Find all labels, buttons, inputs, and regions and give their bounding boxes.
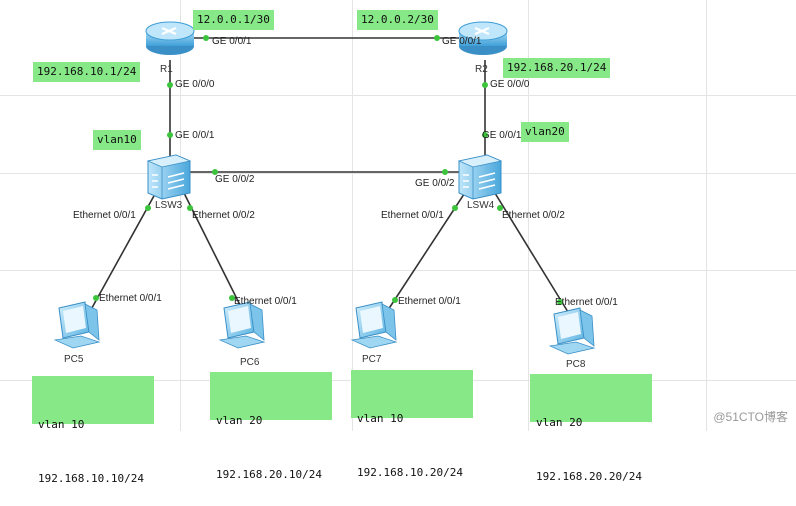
switch-icon[interactable] [457,154,503,200]
grid-line [352,0,353,431]
port-label: GE 0/0/2 [415,178,455,189]
r1-lan-ip-note: 192.168.10.1/24 [33,62,141,82]
grid-line [528,0,529,431]
r2-lan-ip-note: 192.168.20.1/24 [503,58,611,78]
port-dot [434,35,440,41]
pc8-ip: 192.168.20.20/24 [536,470,642,483]
port-label: GE 0/0/1 [442,36,482,47]
pc5-config-note: vlan 10 192.168.10.10/24 [32,376,154,485]
pc8-vlan: vlan 20 [536,416,583,429]
port-label: GE 0/0/1 [482,130,522,141]
port-dot [229,295,235,301]
router-icon[interactable] [145,21,195,55]
port-label: GE 0/0/1 [212,36,252,47]
port-label: Ethernet 0/0/1 [398,296,461,307]
grid-line [0,95,796,96]
pc6-ip: 192.168.20.10/24 [216,468,322,481]
port-dot [212,169,218,175]
vlan10-note: vlan10 [93,130,141,150]
link-lsw4-pc8 [489,184,569,313]
port-label: GE 0/0/0 [175,79,215,90]
pc6-vlan: vlan 20 [216,414,263,427]
pc-icon[interactable] [53,301,101,349]
device-name-lsw3: LSW3 [155,200,183,211]
pc6-config-note: vlan 20 192.168.20.10/24 [210,372,332,481]
grid-line [706,0,707,431]
port-dot [203,35,209,41]
pc-icon[interactable] [350,301,398,349]
r2-wan-ip-note: 12.0.0.2/30 [357,10,438,30]
device-name-r1: R1 [160,64,173,75]
grid-line [0,173,796,174]
port-dot [497,205,503,211]
pc5-vlan: vlan 10 [38,418,85,431]
device-name-lsw4: LSW4 [467,200,495,211]
port-label: Ethernet 0/0/1 [381,210,444,221]
port-dot [145,205,151,211]
vlan20-note: vlan20 [521,122,569,142]
pc-icon[interactable] [548,307,596,355]
port-label: Ethernet 0/0/2 [192,210,255,221]
r1-wan-ip-note: 12.0.0.1/30 [193,10,274,30]
port-label: GE 0/0/1 [175,130,215,141]
port-label: Ethernet 0/0/1 [99,293,162,304]
port-dot [482,132,488,138]
switch-icon[interactable] [146,154,192,200]
port-label: Ethernet 0/0/1 [234,296,297,307]
port-label: GE 0/0/2 [215,174,255,185]
device-name-pc6: PC6 [240,357,260,368]
port-dot [187,205,193,211]
port-dot [93,295,99,301]
port-dot [452,205,458,211]
device-name-pc7: PC7 [362,354,382,365]
watermark: @51CTO博客 [713,410,788,424]
port-label: GE 0/0/0 [490,79,530,90]
link-lsw3-pc6 [179,184,241,306]
link-lsw4-pc7 [387,184,471,311]
links [87,37,569,316]
port-dot [167,132,173,138]
pc8-config-note: vlan 20 192.168.20.20/24 [530,374,652,483]
device-name-pc8: PC8 [566,359,586,370]
pc5-ip: 192.168.10.10/24 [38,472,144,485]
pc7-ip: 192.168.10.20/24 [357,466,463,479]
topology-diagram [53,21,596,355]
pc-icon[interactable] [218,301,266,349]
port-dot [557,299,563,305]
port-dot [442,169,448,175]
port-dot [482,82,488,88]
port-dot [392,297,398,303]
port-dot [167,82,173,88]
pc7-vlan: vlan 10 [357,412,404,425]
port-label: Ethernet 0/0/1 [555,297,618,308]
port-label: Ethernet 0/0/1 [73,210,136,221]
grid-line [0,270,796,271]
pc7-config-note: vlan 10 192.168.10.20/24 [351,370,473,479]
grid-line [180,0,181,431]
router-icon[interactable] [458,21,508,55]
port-dots [93,35,563,305]
device-name-pc5: PC5 [64,354,84,365]
device-name-r2: R2 [475,64,488,75]
port-label: Ethernet 0/0/2 [502,210,565,221]
